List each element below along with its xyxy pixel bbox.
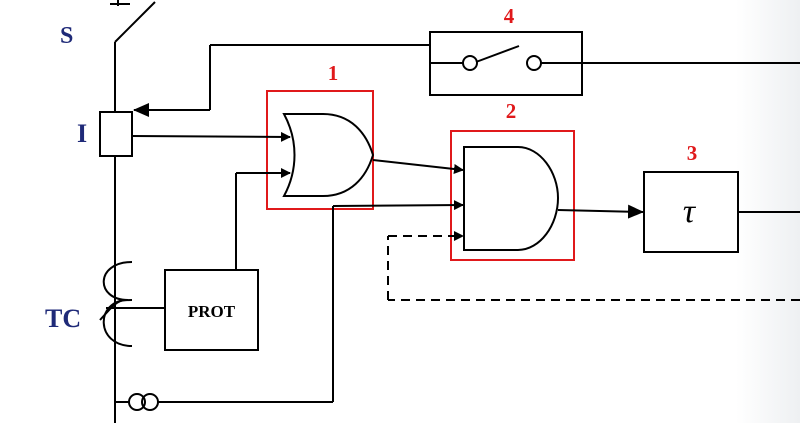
block-3-number: 3 [687,141,698,165]
current-transformer-label: TC [45,304,81,333]
coupled-coil-symbol [115,393,333,411]
or-gate-symbol [282,113,375,197]
current-input-box [99,111,133,157]
block-2-number: 2 [506,99,517,123]
switch-label: S [60,23,73,49]
prot-to-or-line [235,168,291,270]
and-gate-symbol [463,146,560,251]
breaker-switch-symbol [110,0,156,43]
protection-block [164,269,259,351]
and-to-delay-line [557,204,644,219]
contact-symbol [430,45,582,71]
current-transformer-symbol [99,261,165,347]
block-4-number: 4 [504,4,515,28]
or-gate-highlight [266,90,374,210]
current-input-label: I [77,119,87,148]
feedback-line-contact-to-current [133,44,430,117]
dashed-feedback-line [387,231,800,301]
current-to-or-line [131,131,291,142]
delay-block-label: τ [683,193,697,230]
or-to-and-line [372,159,464,174]
block-1-number: 1 [328,61,339,85]
and-gate-highlight [450,130,575,261]
coil-to-and-line [332,200,464,402]
protection-block-label: PROT [188,302,236,321]
